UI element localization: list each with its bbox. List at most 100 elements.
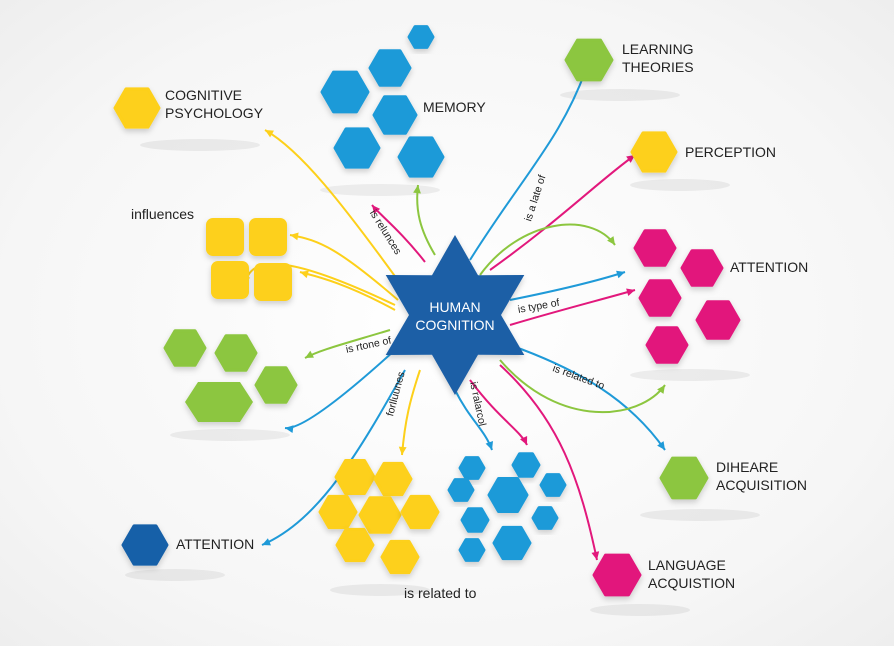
- yellow-cluster-hexagon[interactable]: [358, 496, 402, 534]
- connector-arrow: [509, 289, 636, 326]
- center-line-2: COGNITION: [415, 317, 495, 333]
- connector-arrow: [499, 359, 666, 414]
- attention-left-hexagon[interactable]: [121, 524, 169, 566]
- green-cluster-hexagon[interactable]: [214, 334, 258, 372]
- connector-arrow: [469, 71, 586, 261]
- connector-arrow: [509, 271, 626, 301]
- blue-cluster-hexagon[interactable]: [511, 452, 541, 478]
- influences-square[interactable]: [249, 218, 287, 256]
- green-cluster-hexagon[interactable]: [163, 329, 207, 367]
- cognitive-psychology-hexagon[interactable]: [113, 87, 161, 129]
- memory-hexagon[interactable]: [407, 25, 435, 49]
- influences-label: influences: [131, 206, 195, 222]
- yellow-cluster-hexagon[interactable]: [334, 459, 376, 495]
- arrowhead-icon: [372, 205, 381, 214]
- arrowhead-icon: [520, 436, 528, 445]
- label-line: PSYCHOLOGY: [165, 105, 264, 121]
- connector-arrow: [479, 223, 616, 276]
- node-shadow: [630, 179, 730, 191]
- connector-arrow: [489, 154, 636, 271]
- arrowhead-icon: [290, 232, 299, 241]
- node-cognitive-psychology[interactable]: COGNITIVE PSYCHOLOGY: [165, 86, 263, 122]
- memory-hexagon[interactable]: [368, 49, 412, 87]
- yellow-cluster-hexagon[interactable]: [380, 539, 420, 575]
- connector-arrow: [289, 234, 399, 301]
- connector-arrow: [509, 344, 666, 451]
- connector-arrow: [264, 129, 406, 291]
- label-line: ACQUISITION: [716, 477, 808, 493]
- yellow-cluster-hexagon[interactable]: [335, 527, 375, 563]
- arrowhead-icon: [265, 130, 274, 138]
- attention-right-hexagon[interactable]: [645, 326, 689, 364]
- center-node-label[interactable]: HUMAN COGNITION: [405, 298, 505, 334]
- node-shadow: [590, 604, 690, 616]
- blue-cluster-hexagon[interactable]: [458, 538, 486, 562]
- attention-right-hexagon[interactable]: [680, 249, 724, 287]
- center-line-1: HUMAN: [429, 299, 481, 315]
- node-shadow: [125, 569, 225, 581]
- blue-cluster-hexagon[interactable]: [539, 473, 567, 497]
- label-line: THEORIES: [622, 59, 694, 75]
- connector-arrow: [401, 369, 421, 456]
- node-shadow: [140, 139, 260, 151]
- blue-cluster-hexagon[interactable]: [447, 478, 475, 502]
- memory-hexagon[interactable]: [372, 95, 418, 135]
- arrowhead-icon: [485, 441, 494, 450]
- node-memory[interactable]: MEMORY: [423, 99, 486, 115]
- influences-square[interactable]: [206, 218, 244, 256]
- green-cluster-hexagon[interactable]: [185, 382, 253, 422]
- yellow-cluster-hexagon[interactable]: [373, 461, 413, 497]
- blue-cluster-hexagon[interactable]: [460, 507, 490, 533]
- arrowhead-icon: [300, 270, 309, 279]
- node-shadow: [560, 89, 680, 101]
- arrowhead-icon: [626, 155, 635, 163]
- node-shadow: [640, 509, 760, 521]
- diheare-acquisition-hexagon[interactable]: [659, 456, 709, 500]
- blue-cluster-hexagon[interactable]: [492, 525, 532, 561]
- green-cluster-hexagon[interactable]: [254, 366, 298, 404]
- arrowhead-icon: [657, 385, 665, 394]
- arrowhead-icon: [413, 185, 421, 194]
- node-diheare-acquisition[interactable]: DIHEARE ACQUISITION: [716, 458, 807, 494]
- yellow-cluster-hexagon[interactable]: [318, 494, 358, 530]
- is-related-to-label: is related to: [404, 585, 477, 601]
- attention-right-hexagon[interactable]: [638, 279, 682, 317]
- memory-hexagon[interactable]: [333, 127, 381, 169]
- blue-cluster-hexagon[interactable]: [458, 456, 486, 480]
- label-line: LEARNING: [622, 41, 694, 57]
- label-line: ACQUISTION: [648, 575, 736, 591]
- node-learning-theories[interactable]: LEARNING THEORIES: [622, 40, 694, 76]
- perception-hexagon[interactable]: [630, 131, 678, 173]
- arrowhead-icon: [262, 538, 271, 546]
- connector-arrow: [416, 184, 436, 256]
- memory-hexagon[interactable]: [397, 136, 445, 178]
- arrowhead-icon: [616, 270, 625, 279]
- label-line: DIHEARE: [716, 459, 779, 475]
- connector-arrow: [299, 271, 396, 311]
- node-attention-right[interactable]: ATTENTION: [730, 259, 809, 275]
- blue-cluster-hexagon[interactable]: [487, 477, 529, 513]
- arrowhead-icon: [607, 236, 615, 245]
- blue-cluster-hexagon[interactable]: [531, 506, 559, 530]
- memory-hexagon[interactable]: [320, 70, 370, 114]
- attention-right-hexagon[interactable]: [633, 229, 677, 267]
- arrowhead-icon: [305, 350, 314, 358]
- arrowhead-icon: [398, 446, 407, 455]
- arrowhead-icon: [657, 441, 665, 450]
- influences-square[interactable]: [211, 261, 249, 299]
- language-acquisition-hexagon[interactable]: [592, 553, 642, 597]
- yellow-cluster-hexagon[interactable]: [400, 494, 440, 530]
- arrowhead-icon: [626, 288, 635, 296]
- label-line: LANGUAGE: [648, 557, 726, 573]
- label-line: COGNITIVE: [165, 87, 243, 103]
- node-language-acquisition[interactable]: LANGUAGE ACQUISTION: [648, 556, 735, 592]
- influences-square[interactable]: [254, 263, 292, 301]
- attention-right-hexagon[interactable]: [695, 300, 741, 340]
- node-attention-left[interactable]: ATTENTION: [176, 536, 255, 552]
- node-perception[interactable]: PERCEPTION: [685, 144, 777, 160]
- arrowhead-icon: [285, 425, 294, 433]
- human-cognition-star[interactable]: [385, 235, 525, 395]
- learning-theories-hexagon[interactable]: [564, 38, 614, 82]
